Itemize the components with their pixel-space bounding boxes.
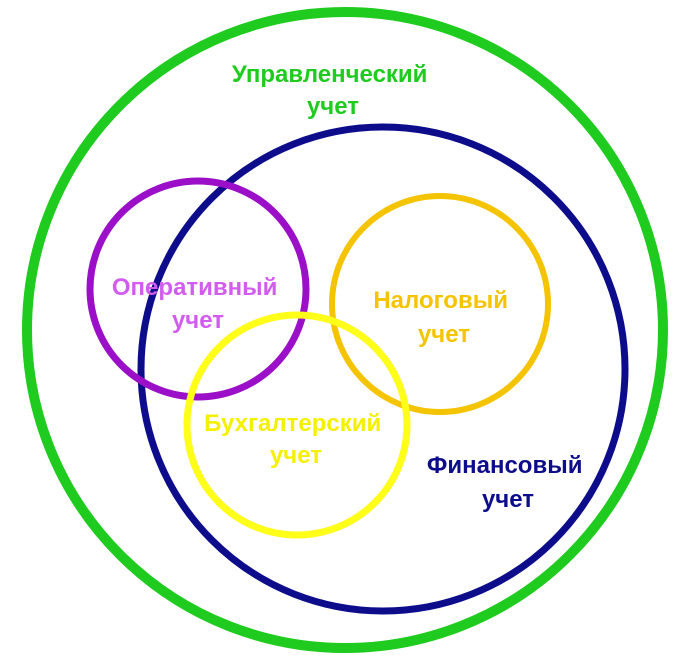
financial-accounting-label: Финансовый учет — [427, 452, 589, 513]
tax-accounting-label-line1: Налоговый — [373, 287, 508, 314]
bookkeeping-accounting-label-line2: учет — [270, 442, 322, 469]
tax-accounting-label: Налоговый учет — [373, 287, 514, 348]
management-accounting-label: Управленческий учет — [232, 61, 434, 120]
operational-accounting-circle — [86, 177, 310, 401]
operational-accounting-label-line2: учет — [172, 307, 224, 334]
tax-accounting-label-line2: учет — [418, 321, 470, 348]
tax-accounting-circle — [329, 193, 551, 415]
bookkeeping-accounting-circle — [183, 311, 411, 539]
financial-accounting-circle — [137, 123, 629, 615]
financial-accounting-label-line2: учет — [482, 486, 534, 513]
management-accounting-label-line2: учет — [307, 93, 359, 120]
financial-accounting-label-line1: Финансовый — [427, 452, 583, 479]
management-accounting-label-line1: Управленческий — [232, 61, 428, 88]
management-accounting-circle — [22, 7, 668, 653]
operational-accounting-label: Оперативный учет — [112, 274, 284, 334]
operational-accounting-label-line1: Оперативный — [112, 274, 278, 301]
bookkeeping-accounting-label: Бухгалтерский учет — [204, 410, 388, 469]
bookkeeping-accounting-label-line1: Бухгалтерский — [204, 410, 381, 437]
